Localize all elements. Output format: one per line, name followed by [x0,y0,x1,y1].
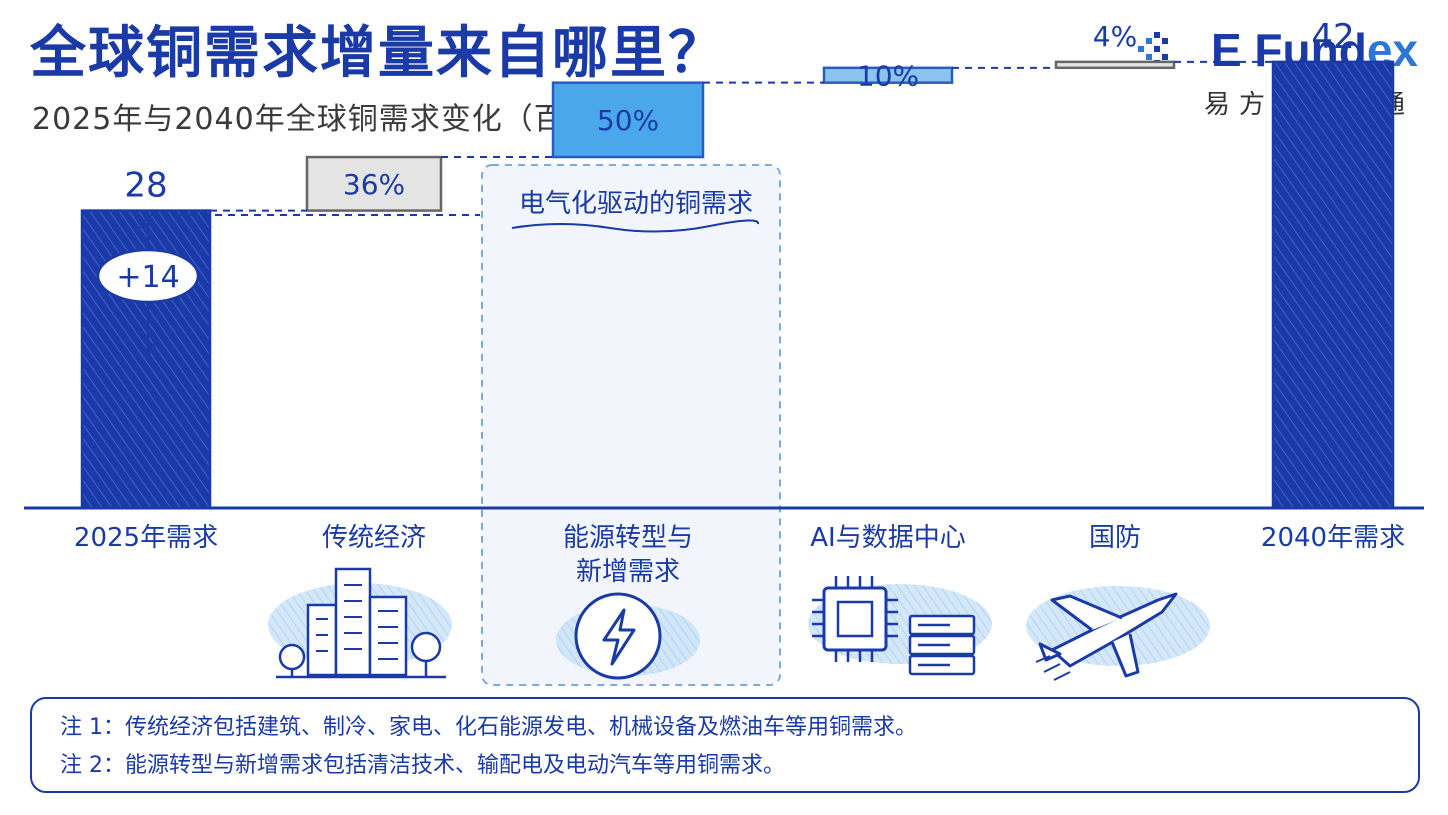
bar-5 [1271,60,1395,510]
category-label-1: 传统经济 [322,523,426,553]
category-label-3: AI与数据中心 [810,523,965,553]
data-label-0: 28 [124,166,167,206]
note-1: 注 1：传统经济包括建筑、制冷、家电、化石能源发电、机械设备及燃油车等用铜需求。 [60,715,917,740]
bar-3 [822,66,954,84]
bar-1 [305,155,443,212]
category-label-4: 国防 [1089,523,1141,553]
fighter-jet-icon [1026,586,1210,681]
data-label-5: 42 [1311,17,1354,57]
bar-2 [551,81,705,159]
bar-4 [1054,60,1176,70]
waterfall-chart: 电气化驱动的铜需求 28 2025年需求 36% 传统经济 50% 能源转型与新增需求 10… [24,17,1424,686]
electrification-highlight-label: 电气化驱动的铜需求 [519,189,753,219]
data-label-4: 4% [1093,20,1137,53]
data-label-2: 50% [597,104,659,137]
notes-box: 注 1：传统经济包括建筑、制冷、家电、化石能源发电、机械设备及燃油车等用铜需求。… [30,697,1420,793]
brand-name-prefix: E [1210,24,1242,76]
note-2: 注 2：能源转型与新增需求包括清洁技术、输配电及电动汽车等用铜需求。 [60,753,785,778]
highlight-underline [511,219,759,233]
lightning-bolt-icon [556,592,700,680]
category-label-0: 2025年需求 [74,523,218,553]
increase-annotation: +14 [96,213,480,357]
data-label-1: 36% [343,168,405,201]
chart-marks: 28 2025年需求 36% 传统经济 50% 能源转型与新增需求 10% AI与数据中心 4%… [74,17,1405,587]
category-label-2-0: 能源转型与 [563,523,693,553]
category-label-5: 2040年需求 [1261,523,1405,553]
increase-label: +14 [116,260,179,295]
city-buildings-icon [268,567,452,679]
chip-server-icon [808,576,992,676]
category-label-2-1: 新增需求 [576,557,680,587]
electrification-highlight-region [481,164,781,686]
data-label-3: 10% [857,59,919,92]
page-title: 全球铜需求增量来自哪里？ [30,21,726,86]
